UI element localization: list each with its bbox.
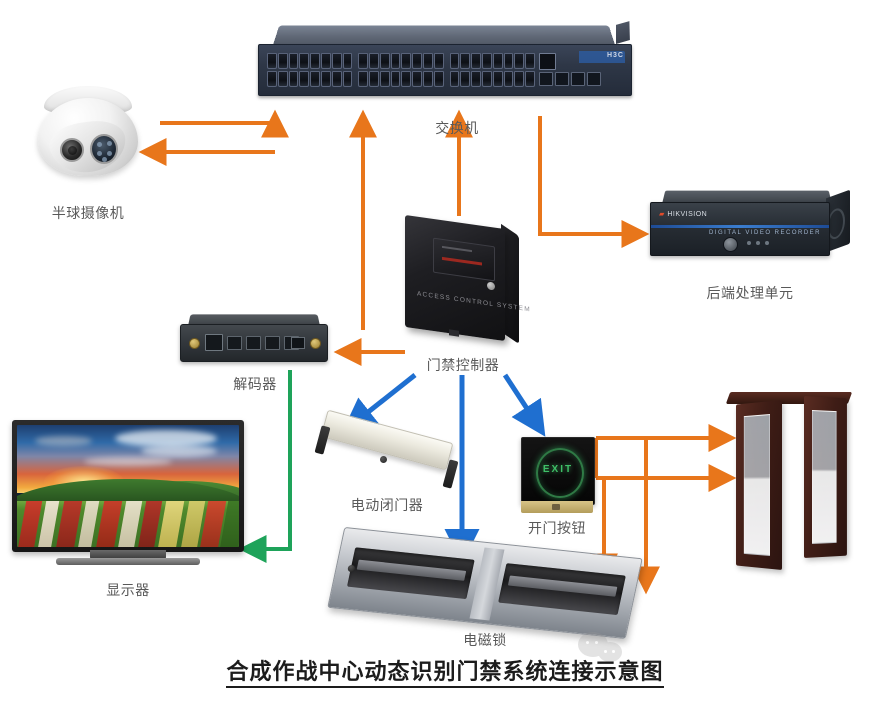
camera-ir-illuminator	[90, 134, 118, 164]
monitor-stand-foot	[56, 558, 200, 565]
nvr-brand-label: ▰ HIKVISION	[659, 211, 708, 218]
door-closer-body	[320, 409, 454, 471]
label-door-closer: 电动闭门器	[350, 497, 424, 513]
diagram-title-text: 合成作战中心动态识别门禁系统连接示意图	[226, 660, 664, 688]
nvr-model-text: DIGITAL VIDEO RECORDER	[708, 230, 821, 236]
exit-button-panel: EXIT	[521, 437, 595, 505]
door-closer-adjust-screw	[380, 456, 387, 463]
decoder-box-icon[interactable]	[180, 312, 330, 370]
controller-indicator	[487, 281, 495, 291]
switch-management-port	[539, 53, 556, 70]
exit-button-text: EXIT	[542, 464, 574, 475]
switch-brand-label: H3C	[606, 52, 624, 59]
nvr-front-panel: ▰ HIKVISION DIGITAL VIDEO RECORDER	[650, 202, 830, 256]
label-decoder: 解码器	[233, 376, 277, 392]
monitor-screen	[17, 425, 239, 547]
screen-flower-field	[17, 500, 239, 547]
switch-front-panel: H3C	[258, 44, 632, 96]
label-exit-button: 开门按钮	[528, 520, 586, 536]
nvr-power-knob	[723, 237, 738, 252]
magnetic-lock-icon[interactable]	[327, 526, 643, 640]
label-controller: 门禁控制器	[426, 357, 500, 373]
label-switch: 交换机	[435, 120, 479, 136]
decoder-antenna-left	[189, 338, 200, 349]
camera-lens	[60, 138, 84, 162]
diagram-title: 合成作战中心动态识别门禁系统连接示意图	[0, 654, 890, 688]
decoder-antenna-right	[310, 338, 321, 349]
arrow-camera-to-switch	[160, 109, 289, 138]
access-controller-icon[interactable]: ACCESS CONTROL SYSTEM	[405, 214, 531, 345]
switch-port-array	[267, 53, 535, 87]
label-maglock: 电磁锁	[463, 632, 507, 648]
door-glass-left	[743, 414, 770, 556]
label-camera: 半球摄像机	[51, 205, 125, 221]
label-nvr: 后端处理单元	[706, 285, 794, 301]
monitor-bezel	[12, 420, 244, 552]
arrow-decoder-to-monitor	[238, 370, 292, 563]
door-closer-icon[interactable]	[314, 409, 459, 489]
arrow-switch-to-nvr	[538, 116, 650, 248]
nvr-recorder-icon[interactable]: ▰ HIKVISION DIGITAL VIDEO RECORDER	[650, 188, 850, 266]
decoder-lan-port	[205, 334, 223, 351]
maglock-coil-right	[498, 563, 626, 616]
exit-button-base-plate	[521, 501, 593, 513]
switch-uplink-area: H3C	[537, 51, 625, 89]
monitor-stand-neck	[90, 550, 166, 559]
switch-sfp-ports	[539, 72, 601, 86]
wechat-watermark-icon	[578, 632, 638, 666]
decoder-video-ports	[227, 336, 299, 350]
door-glass-right	[812, 410, 837, 544]
nvr-accent-stripe	[651, 225, 829, 228]
maglock-coil-left	[346, 547, 475, 600]
display-monitor-icon[interactable]	[12, 420, 244, 572]
switch-chassis-side	[616, 21, 630, 44]
exit-button-ring	[536, 448, 584, 498]
nvr-status-leds	[747, 241, 769, 245]
double-door-icon[interactable]	[712, 392, 862, 578]
network-switch-icon[interactable]: H3C	[258, 21, 632, 110]
label-monitor: 显示器	[106, 582, 150, 598]
dome-camera-icon[interactable]	[32, 86, 144, 190]
door-closer-end-cap-left	[314, 425, 331, 455]
decoder-front-panel	[180, 324, 328, 362]
arrow-controller-to-exit-button	[502, 373, 546, 437]
exit-button-icon[interactable]: EXIT	[521, 437, 595, 515]
decoder-power-port	[291, 337, 305, 349]
controller-latch	[449, 329, 459, 337]
